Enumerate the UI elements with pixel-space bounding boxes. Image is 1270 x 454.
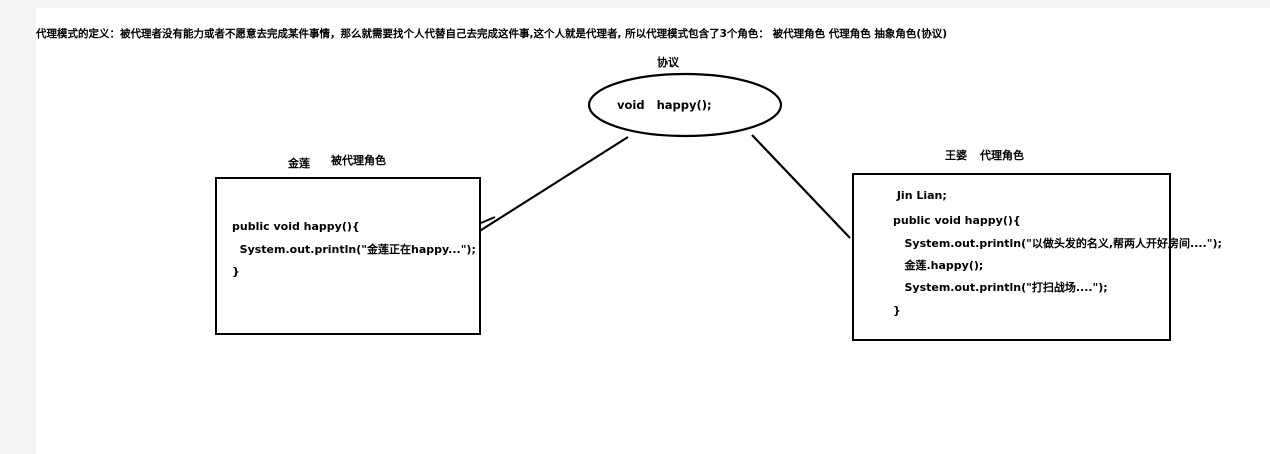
- protocol-method: void happy();: [617, 98, 712, 112]
- proxy-role-label: 代理角色: [980, 149, 1024, 162]
- protocol-ellipse: [587, 72, 783, 138]
- connector-protocol-to-proxy: [751, 134, 851, 239]
- proxy-code-line-5: System.out.println("打扫战场....");: [893, 281, 1108, 294]
- protocol-title: 协议: [657, 56, 679, 69]
- proxied-role-label: 被代理角色: [331, 154, 386, 167]
- proxy-code-line-6: }: [893, 304, 901, 317]
- proxied-box: [215, 177, 481, 335]
- proxied-name: 金莲: [288, 157, 310, 170]
- proxy-box: [852, 173, 1171, 341]
- definition-text: 代理模式的定义：被代理者没有能力或者不愿意去完成某件事情，那么就需要找个人代替自…: [36, 28, 947, 40]
- proxy-code-line-1: Jin Lian;: [893, 189, 947, 202]
- proxy-code-line-2: public void happy(){: [893, 214, 1021, 227]
- connector-proxied-to-protocol: [477, 136, 629, 233]
- proxied-code-line-3: }: [232, 265, 240, 278]
- proxy-name: 王婆: [945, 149, 967, 162]
- proxy-code-line-4: 金莲.happy();: [893, 259, 984, 272]
- connector-double-mark: [480, 216, 496, 224]
- proxy-code-line-3: System.out.println("以做头发的名义,帮两人开好房间...."…: [893, 237, 1222, 250]
- proxied-code-line-2: System.out.println("金莲正在happy...");: [232, 243, 476, 256]
- proxied-code-line-1: public void happy(){: [232, 220, 360, 233]
